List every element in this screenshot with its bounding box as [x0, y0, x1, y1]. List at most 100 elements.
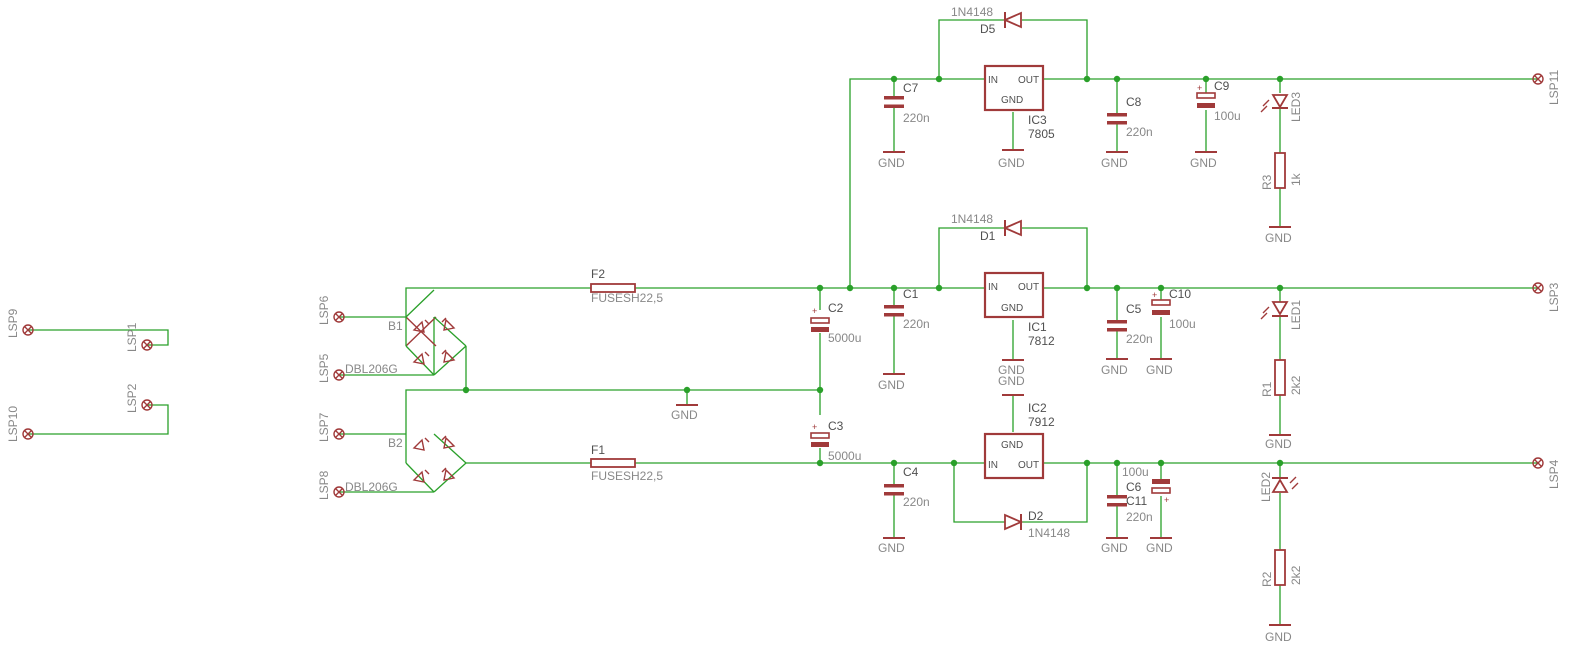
svg-text:D2: D2 [1028, 509, 1044, 523]
svg-text:IC2: IC2 [1028, 401, 1047, 415]
connector-lsp10[interactable]: LSP10 [6, 406, 34, 442]
gnd-symbol: GND [1146, 537, 1173, 555]
svg-text:GND: GND [1101, 156, 1128, 170]
svg-text:LSP6: LSP6 [317, 295, 331, 325]
svg-text:R3: R3 [1260, 174, 1274, 190]
capacitor-c7[interactable]: C7 220n [884, 81, 930, 125]
gnd-symbols: GND GND GND GND GND GND GND GND GND GND … [671, 149, 1292, 644]
svg-text:+: + [1197, 83, 1202, 93]
svg-text:+: + [812, 306, 817, 316]
svg-text:2k2: 2k2 [1289, 565, 1303, 585]
resistor-r2[interactable]: R2 2k2 [1260, 549, 1303, 587]
fuse-f1[interactable]: F1 FUSESH22,5 [590, 443, 663, 483]
svg-text:1N4148: 1N4148 [951, 212, 993, 226]
diode-d1[interactable]: 1N4148 D1 [951, 212, 1022, 243]
svg-text:LSP2: LSP2 [125, 383, 139, 413]
svg-text:220n: 220n [1126, 332, 1153, 346]
led-led1[interactable]: LED1 [1260, 300, 1303, 330]
diode-d2[interactable]: D2 1N4148 [1004, 509, 1070, 540]
gnd-symbol: GND [1265, 226, 1292, 245]
resistor-r3[interactable]: R3 1k [1260, 152, 1303, 190]
gnd-symbol: GND [998, 374, 1025, 396]
connector-lsp2[interactable]: LSP2 [125, 383, 153, 413]
gnd-symbol: GND [1146, 358, 1173, 377]
svg-text:GND: GND [1146, 363, 1173, 377]
svg-text:+: + [1152, 290, 1157, 300]
led-led3[interactable]: LED3 [1260, 92, 1303, 122]
svg-text:GND: GND [998, 374, 1025, 388]
svg-text:IC3: IC3 [1028, 113, 1047, 127]
gnd-symbol: GND [671, 404, 698, 422]
svg-text:R2: R2 [1260, 571, 1274, 587]
svg-text:LSP5: LSP5 [317, 353, 331, 383]
svg-text:LSP11: LSP11 [1547, 70, 1561, 105]
svg-text:LSP7: LSP7 [317, 412, 331, 442]
svg-text:LSP4: LSP4 [1547, 459, 1561, 489]
fuse-f2[interactable]: F2 FUSESH22,5 [590, 267, 663, 305]
resistor-r1[interactable]: R1 2k2 [1260, 359, 1303, 397]
svg-text:OUT: OUT [1018, 282, 1039, 293]
svg-text:GND: GND [1190, 156, 1217, 170]
svg-text:GND: GND [1146, 541, 1173, 555]
svg-text:2k2: 2k2 [1289, 375, 1303, 395]
svg-text:IN: IN [988, 460, 998, 471]
svg-text:D1: D1 [980, 229, 996, 243]
svg-text:OUT: OUT [1018, 460, 1039, 471]
svg-text:IC1: IC1 [1028, 320, 1047, 334]
gnd-symbol: GND [998, 359, 1025, 377]
svg-text:LSP10: LSP10 [6, 406, 20, 442]
svg-text:R1: R1 [1260, 381, 1274, 397]
svg-text:C10: C10 [1169, 287, 1191, 301]
diode-d5[interactable]: 1N4148 D5 [951, 5, 1022, 36]
capacitor-c3[interactable]: + C3 5000u [810, 419, 861, 463]
svg-text:LED1: LED1 [1289, 300, 1303, 330]
svg-text:DBL206G: DBL206G [345, 362, 398, 376]
svg-text:C1: C1 [903, 287, 919, 301]
svg-text:1k: 1k [1289, 172, 1303, 186]
svg-text:IN: IN [988, 282, 998, 293]
svg-text:C7: C7 [903, 81, 919, 95]
regulator-ic1[interactable]: IN OUT GND IC1 7812 [983, 271, 1055, 348]
svg-text:220n: 220n [1126, 125, 1153, 139]
connector-lsp6[interactable]: LSP6 [317, 295, 345, 325]
led-led2[interactable]: LED2 [1259, 472, 1299, 502]
capacitor-c8[interactable]: C8 220n [1107, 95, 1153, 139]
capacitor-c2[interactable]: + C2 5000u [810, 301, 861, 345]
bridge-rectifier-b1[interactable]: B1 DBL206G [345, 288, 467, 376]
svg-text:GND: GND [878, 378, 905, 392]
svg-text:C8: C8 [1126, 95, 1142, 109]
capacitor-c1[interactable]: C1 220n [884, 287, 930, 331]
connector-lsp11[interactable]: LSP11 [1532, 70, 1561, 105]
capacitor-c10[interactable]: + C10 100u [1151, 287, 1196, 331]
svg-text:LED3: LED3 [1289, 92, 1303, 122]
svg-text:GND: GND [1265, 437, 1292, 451]
connector-lsp9[interactable]: LSP9 [6, 308, 34, 338]
connector-lsp5[interactable]: LSP5 [317, 353, 345, 383]
svg-text:FUSESH22,5: FUSESH22,5 [591, 469, 663, 483]
svg-text:C6: C6 [1126, 480, 1142, 494]
svg-text:GND: GND [998, 156, 1025, 170]
svg-text:LSP8: LSP8 [317, 470, 331, 500]
svg-text:GND: GND [1001, 440, 1023, 451]
svg-text:B1: B1 [388, 319, 403, 333]
capacitor-c11[interactable]: C11 220n [1107, 494, 1153, 524]
gnd-symbol: GND [1190, 151, 1217, 170]
capacitor-c4[interactable]: C4 220n [884, 465, 930, 509]
connector-lsp3[interactable]: LSP3 [1532, 282, 1561, 312]
connector-lsp8[interactable]: LSP8 [317, 470, 345, 500]
regulator-ic2[interactable]: GND IN OUT IC2 7912 [983, 401, 1055, 480]
svg-text:GND: GND [1001, 95, 1023, 106]
connector-lsp1[interactable]: LSP1 [125, 322, 153, 352]
capacitor-c5[interactable]: C5 220n [1107, 302, 1153, 346]
svg-text:C4: C4 [903, 465, 919, 479]
connector-lsp4[interactable]: LSP4 [1532, 457, 1561, 489]
capacitor-c6[interactable]: + C6 100u [1122, 465, 1171, 505]
svg-text:LSP9: LSP9 [6, 308, 20, 338]
regulator-ic3[interactable]: IN OUT GND IC3 7805 [983, 64, 1055, 141]
bridge-rectifier-b2[interactable]: B2 DBL206G [345, 433, 467, 494]
svg-text:220n: 220n [903, 111, 930, 125]
gnd-symbol: GND [878, 373, 905, 392]
connector-lsp7[interactable]: LSP7 [317, 412, 345, 442]
capacitor-c9[interactable]: + C9 100u [1196, 79, 1241, 123]
